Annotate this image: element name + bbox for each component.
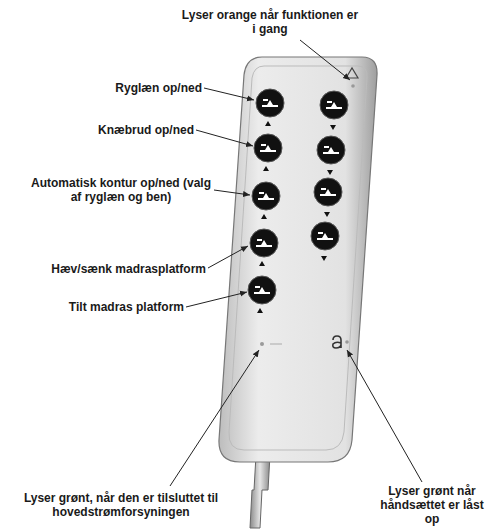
handset-body <box>219 57 377 462</box>
callout-label: Tilt madras platform <box>20 300 184 314</box>
direction-arrows <box>257 121 336 313</box>
button-grid <box>248 89 348 304</box>
callout-label: Lyser grønt, når den er tilsluttet til h… <box>2 491 240 519</box>
leader-lines <box>170 40 422 486</box>
callout-label: Lyser grønt når håndsættet er låst op <box>376 484 488 526</box>
callout-label: Knæbrud op/ned <box>60 123 194 137</box>
callout-label: Automatisk kontur op/ned (valg af ryglæn… <box>30 176 212 204</box>
power-led <box>260 342 264 346</box>
callout-label: Lyser orange når funktionen er i gang <box>180 8 360 36</box>
lock-led <box>345 340 349 344</box>
lock-symbol <box>333 336 341 348</box>
power-mark <box>270 344 282 345</box>
handset-face <box>229 66 367 450</box>
warning-triangle <box>346 68 358 78</box>
cord <box>250 455 270 528</box>
callout-label: Ryglæn op/ned <box>60 81 202 95</box>
orange-led <box>351 84 355 88</box>
callout-label: Hæv/sænk madrasplatform <box>20 262 206 276</box>
